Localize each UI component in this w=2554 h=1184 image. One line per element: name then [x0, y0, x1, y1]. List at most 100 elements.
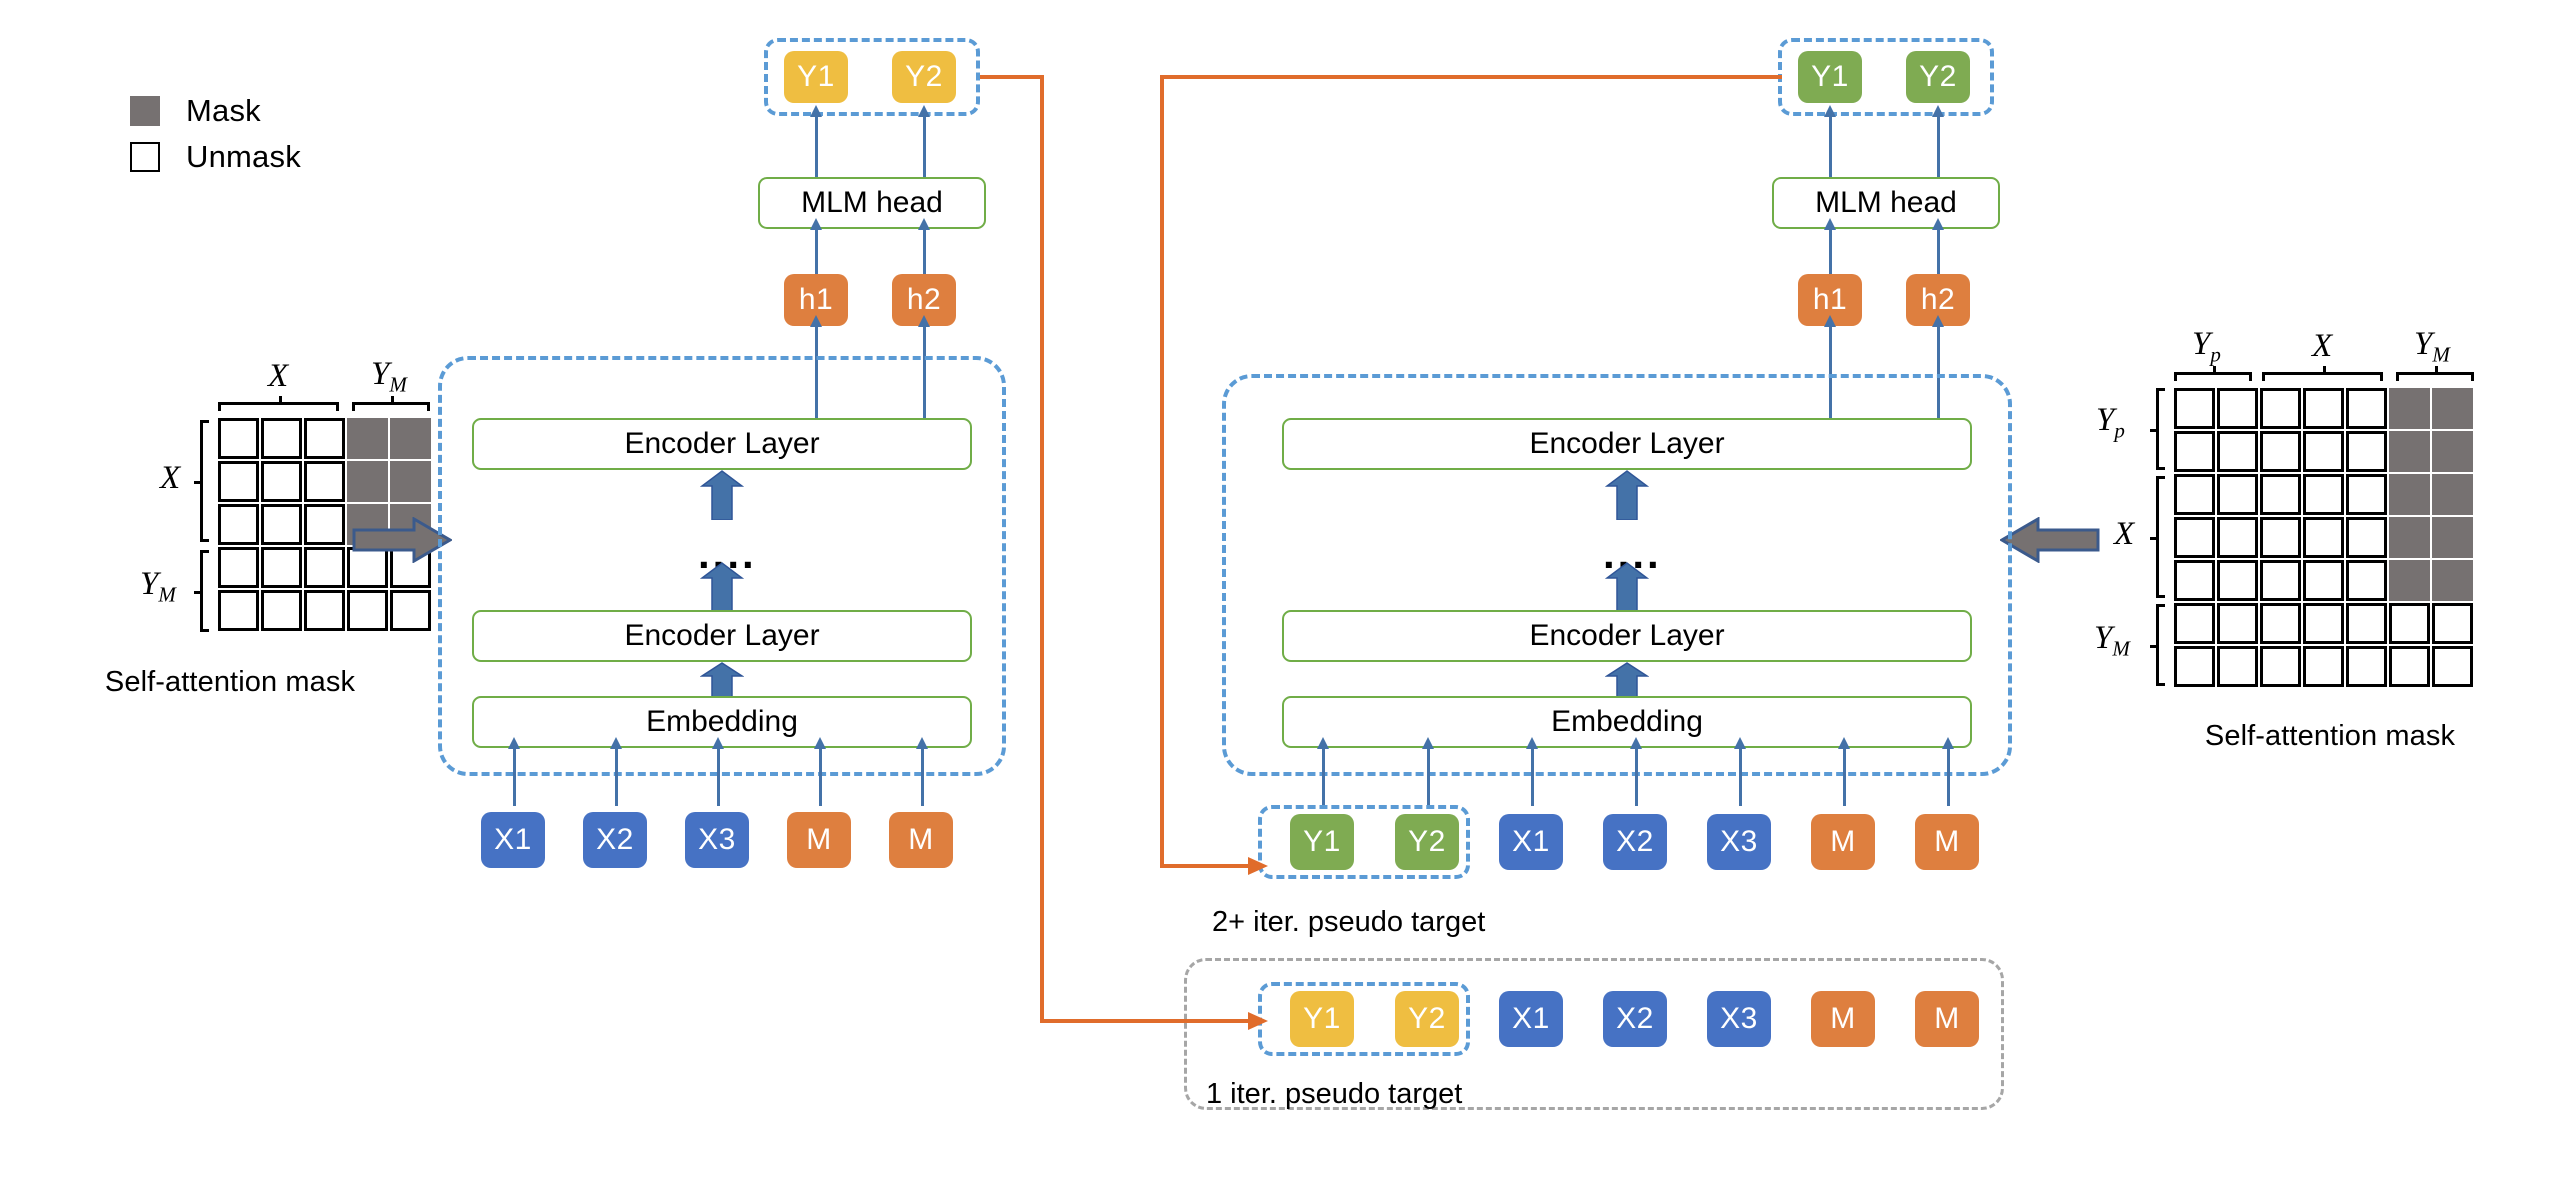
left-arrow-h2-to-mlm: [918, 218, 929, 275]
left-output-y2[interactable]: Y2: [892, 51, 956, 103]
right-mask-cell-r7-c4: [2303, 646, 2344, 687]
right-mask-cell-r3-c3: [2260, 474, 2301, 515]
legend-item-unmask: Unmask: [130, 134, 301, 180]
left-fat-arrow-upper: [700, 470, 744, 520]
right-mask-row-label-ym: YM: [2094, 620, 2130, 661]
bottom-token-m1[interactable]: M: [1811, 991, 1875, 1047]
right-mask-cell-r3-c1: [2174, 474, 2215, 515]
left-arrow-enc-to-h1: [810, 315, 821, 426]
bottom-pseudo-target-caption: 1 iter. pseudo target: [1206, 1078, 1463, 1110]
left-arrow-in-3: [814, 737, 825, 806]
right-mask-to-model-arrow: [2000, 517, 2100, 563]
left-input-x1[interactable]: X1: [481, 812, 545, 868]
bottom-pseudo-target-box: [1184, 958, 2004, 1110]
right-input-y1[interactable]: Y1: [1290, 814, 1354, 870]
right-mask-cell-r2-c6: [2389, 431, 2430, 472]
right-mlm-head[interactable]: MLM head: [1772, 177, 2000, 229]
right-mask-cell-r3-c2: [2217, 474, 2258, 515]
right-mask-cell-r1-c1: [2174, 388, 2215, 429]
right-mask-grid: [2174, 388, 2473, 687]
right-mask-cell-r5-c5: [2346, 560, 2387, 601]
left-arrow-mlm-to-y2: [918, 105, 929, 178]
right-mask-cell-r7-c3: [2260, 646, 2301, 687]
bottom-token-x1[interactable]: X1: [1499, 991, 1563, 1047]
right-arrow-in-5: [1838, 737, 1849, 806]
left-mask-row-label-x: X: [160, 460, 181, 496]
bottom-token-m2[interactable]: M: [1915, 991, 1979, 1047]
right-mask-cell-r2-c5: [2346, 431, 2387, 472]
left-mask-cell-r4-c4: [347, 547, 388, 588]
right-input-m1[interactable]: M: [1811, 814, 1875, 870]
right-mask-cell-r5-c1: [2174, 560, 2215, 601]
right-mask-cell-r2-c4: [2303, 431, 2344, 472]
right-output-y1[interactable]: Y1: [1798, 51, 1862, 103]
right-mask-cell-r6-c1: [2174, 603, 2215, 644]
right-arrow-h2-to-mlm: [1932, 218, 1943, 275]
left-mask-row-brace-x: [194, 420, 209, 542]
right-mask-cell-r7-c2: [2217, 646, 2258, 687]
right-pseudo-target-caption: 2+ iter. pseudo target: [1212, 906, 1486, 938]
left-mask-cell-r5-c4: [347, 590, 388, 631]
right-mask-cell-r1-c5: [2346, 388, 2387, 429]
right-input-m2[interactable]: M: [1915, 814, 1979, 870]
right-mask-cell-r2-c2: [2217, 431, 2258, 472]
right-mask-col-label-x: X: [2312, 328, 2333, 364]
left-input-x3[interactable]: X3: [685, 812, 749, 868]
right-mask-cell-r6-c5: [2346, 603, 2387, 644]
left-output-y1[interactable]: Y1: [784, 51, 848, 103]
right-arrow-in-0: [1317, 737, 1328, 806]
left-arrow-in-2: [712, 737, 723, 806]
left-encoder-layer-top[interactable]: Encoder Layer: [472, 418, 972, 470]
right-mask-cell-r4-c3: [2260, 517, 2301, 558]
right-mask-cell-r4-c7: [2432, 517, 2473, 558]
right-mask-cell-r5-c3: [2260, 560, 2301, 601]
right-mask-cell-r7-c1: [2174, 646, 2215, 687]
left-encoder-layer-bottom[interactable]: Encoder Layer: [472, 610, 972, 662]
right-arrow-mlm-to-y2: [1932, 105, 1943, 178]
left-input-m2[interactable]: M: [889, 812, 953, 868]
bottom-token-y2[interactable]: Y2: [1395, 991, 1459, 1047]
left-mask-cell-r1-c1: [218, 418, 259, 459]
left-mask-cell-r2-c5: [390, 461, 431, 502]
right-mask-cell-r7-c6: [2389, 646, 2430, 687]
left-hidden-h1[interactable]: h1: [784, 274, 848, 326]
connector-right-out-v: [1160, 75, 1164, 868]
left-mask-cell-r1-c5: [390, 418, 431, 459]
right-input-x2[interactable]: X2: [1603, 814, 1667, 870]
right-mask-row-label-yp: Yp: [2096, 402, 2125, 443]
left-mask-cell-r3-c2: [261, 504, 302, 545]
mask-swatch-icon: [130, 96, 160, 126]
right-input-y2[interactable]: Y2: [1395, 814, 1459, 870]
right-mask-cell-r6-c7: [2432, 603, 2473, 644]
right-encoder-layer-top[interactable]: Encoder Layer: [1282, 418, 1972, 470]
bottom-token-y1[interactable]: Y1: [1290, 991, 1354, 1047]
unmask-swatch-icon: [130, 142, 160, 172]
right-arrow-in-3: [1630, 737, 1641, 806]
right-embedding[interactable]: Embedding: [1282, 696, 1972, 748]
right-input-x3[interactable]: X3: [1707, 814, 1771, 870]
bottom-token-x3[interactable]: X3: [1707, 991, 1771, 1047]
right-mask-cell-r5-c6: [2389, 560, 2430, 601]
right-mask-cell-r3-c7: [2432, 474, 2473, 515]
right-mask-cell-r1-c2: [2217, 388, 2258, 429]
right-mask-cell-r5-c7: [2432, 560, 2473, 601]
right-encoder-layer-bottom[interactable]: Encoder Layer: [1282, 610, 1972, 662]
right-output-y2[interactable]: Y2: [1906, 51, 1970, 103]
bottom-token-x2[interactable]: X2: [1603, 991, 1667, 1047]
right-arrow-mlm-to-y1: [1824, 105, 1835, 178]
right-input-x1[interactable]: X1: [1499, 814, 1563, 870]
connector-right-out-arrowhead: [1248, 857, 1268, 875]
legend-label-unmask: Unmask: [186, 139, 301, 174]
left-mask-cell-r3-c1: [218, 504, 259, 545]
left-mlm-head[interactable]: MLM head: [758, 177, 986, 229]
left-mask-cell-r1-c2: [261, 418, 302, 459]
left-input-x2[interactable]: X2: [583, 812, 647, 868]
left-encoder-stack: [438, 356, 1006, 776]
right-arrow-h1-to-mlm: [1824, 218, 1835, 275]
left-input-m1[interactable]: M: [787, 812, 851, 868]
connector-left-out-h1: [980, 75, 1044, 79]
left-mask-col-brace-x: [218, 396, 339, 411]
left-fat-arrow-mid: [700, 562, 744, 612]
left-mask-to-model-arrow: [352, 517, 452, 563]
right-mask-cell-r7-c7: [2432, 646, 2473, 687]
